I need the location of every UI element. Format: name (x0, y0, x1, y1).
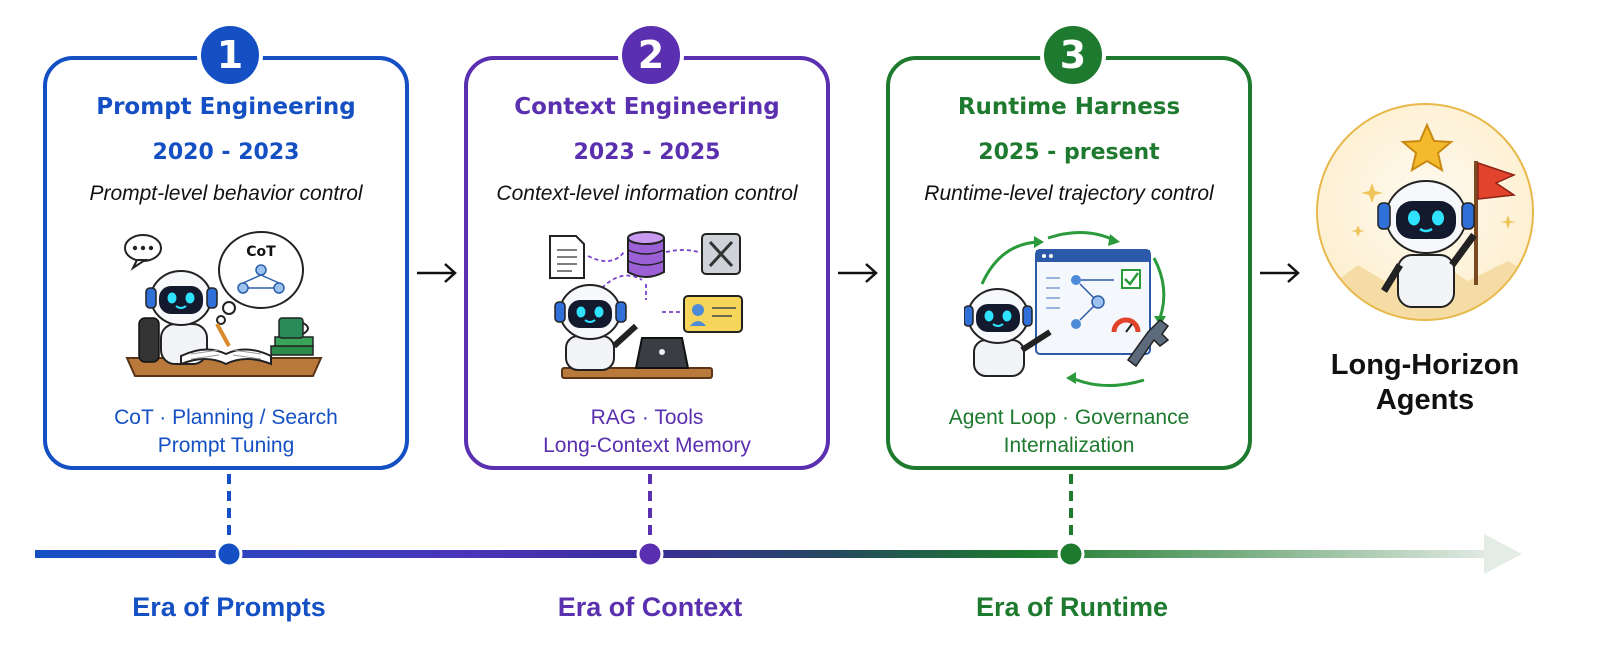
robot-icon (145, 270, 218, 365)
techniques-line-2: Long-Context Memory (543, 434, 751, 457)
era-label-context: Era of Context (557, 592, 743, 622)
techniques-line-1: CoT · Planning / Search (114, 406, 338, 429)
robot-studying-illustration: CoT (124, 231, 323, 377)
stage-years: 2023 - 2025 (573, 140, 721, 165)
flag-icon (1474, 161, 1517, 285)
stage-number-badge: 3 (1040, 22, 1106, 88)
goal-medallion (1316, 103, 1534, 321)
dashboard-icon (1035, 249, 1151, 355)
stage-number-badge: 1 (197, 22, 263, 88)
stage-title: Runtime Harness (957, 94, 1181, 120)
bubble-text: CoT (246, 244, 276, 260)
robot-icon (964, 288, 1052, 377)
stage-techniques: CoT · Planning / Search Prompt Tuning (47, 404, 405, 460)
book-icon (180, 323, 272, 366)
stage-subtitle: Context-level information control (496, 182, 798, 205)
arrow-right-icon (1260, 263, 1300, 283)
techniques-line-1: Agent Loop · Governance (948, 406, 1190, 429)
goal-label-line-1: Long-Horizon (1330, 349, 1520, 381)
wrench-icon (1126, 319, 1170, 368)
tool-icon (701, 233, 741, 275)
techniques-line-2: Internalization (1003, 434, 1135, 457)
stage-years: 2020 - 2023 (152, 140, 300, 165)
stage-subtitle: Prompt-level behavior control (89, 182, 363, 205)
star-icon (1400, 122, 1454, 173)
stage-card-prompt-engineering: 1 Prompt Engineering 2020 - 2023 Prompt-… (43, 22, 409, 470)
robot-context-illustration (549, 231, 743, 379)
stage-card-runtime-harness: 3 Runtime Harness 2025 - present Runtime… (886, 22, 1252, 470)
goal-label-line-2: Agents (1375, 384, 1475, 416)
arrow-right-icon (838, 263, 878, 283)
era-label-prompts: Era of Prompts (132, 592, 326, 622)
robot-icon (1377, 180, 1477, 308)
speech-bubble-icon (124, 234, 162, 271)
goal-label: Long-Horizon Agents (1300, 348, 1550, 418)
timeline-bar (35, 550, 1495, 558)
sparkle-icon (1351, 225, 1365, 237)
mug-icon (278, 317, 309, 339)
timeline-node (1057, 540, 1085, 568)
stage-years: 2025 - present (978, 140, 1160, 165)
timeline-node (215, 540, 243, 568)
timeline-arrowhead-icon (1484, 534, 1522, 574)
robot-runtime-illustration (964, 230, 1170, 388)
stage-title: Context Engineering (514, 94, 780, 120)
stage-card-context-engineering: 2 Context Engineering 2023 - 2025 Contex… (464, 22, 830, 470)
sparkle-icon (1361, 183, 1383, 203)
timeline (35, 474, 1522, 574)
techniques-line-1: RAG · Tools (590, 406, 704, 429)
techniques-line-2: Prompt Tuning (157, 434, 295, 457)
robot-icon (554, 284, 639, 371)
stage-number-badge: 2 (618, 22, 684, 88)
timeline-node (636, 540, 664, 568)
stage-techniques: Agent Loop · Governance Internalization (890, 404, 1248, 460)
database-icon (627, 231, 665, 278)
loop-arrows-icon (980, 230, 1166, 388)
stage-techniques: RAG · Tools Long-Context Memory (468, 404, 826, 460)
laptop-icon (634, 337, 690, 369)
robot-with-flag-illustration (1318, 122, 1532, 319)
stage-subtitle: Runtime-level trajectory control (924, 182, 1214, 205)
era-label-runtime: Era of Runtime (975, 592, 1169, 622)
thought-bubble-icon: CoT (216, 231, 304, 325)
arrow-right-icon (417, 263, 457, 283)
sparkle-icon (1500, 215, 1516, 229)
document-icon (549, 235, 585, 279)
stage-title: Prompt Engineering (96, 94, 356, 120)
id-card-icon (683, 295, 743, 333)
